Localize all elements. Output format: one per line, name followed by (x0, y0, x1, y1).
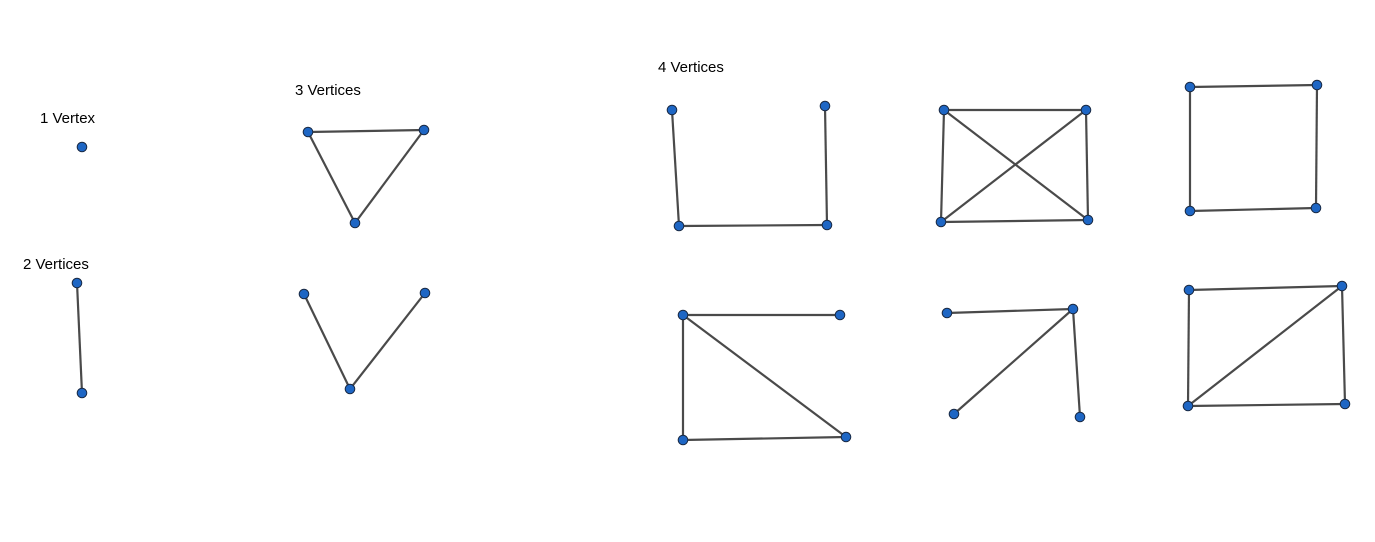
graph-3-vertices-triangle-vertex-0 (302, 126, 314, 138)
graph-4-vertices-path-edge-0 (670, 109, 681, 227)
graph-4-vertices-cycle-vertex-3 (1310, 202, 1322, 214)
graph-4-vertices-cycle-chord-edge-0 (1188, 284, 1343, 292)
graph-4-vertices-cycle-chord-edge-1 (1340, 285, 1347, 405)
graph-3-vertices-triangle (302, 124, 430, 229)
graph-4-vertices-cycle-chord (1182, 280, 1351, 412)
graph-4-vertices-cycle-edge-1 (1314, 84, 1319, 209)
label-2-vertices: 2 Vertices (23, 256, 89, 273)
label-1-vertex: 1 Vertex (40, 110, 96, 127)
graph-4-vertices-complete-vertex-0 (938, 104, 950, 116)
graph-4-vertices-cycle-chord-vertex-0 (1183, 284, 1195, 296)
graph-1-vertex (76, 141, 88, 153)
graph-4-vertices-complete-edge-2 (940, 218, 1089, 224)
graph-4-vertices-triangle-pendant-edge-2 (682, 435, 847, 442)
graph-2-vertices-edge-0 (75, 282, 84, 394)
label-3-vertices: 3 Vertices (295, 82, 361, 99)
graph-4-vertices-triangle-pendant-vertex-0 (677, 309, 689, 321)
graph-4-vertices-star-vertex-2 (948, 408, 960, 420)
graph-4-vertices-complete-edge-5 (940, 109, 1087, 223)
graph-3-vertices-triangle-vertex-2 (349, 217, 361, 229)
graph-4-vertices-cycle-chord-vertex-2 (1182, 400, 1194, 412)
graph-2-vertices (71, 277, 88, 399)
graph-3-vertices-triangle-vertex-1 (418, 124, 430, 136)
graph-3-vertices-path-vertex-2 (344, 383, 356, 395)
graph-4-vertices-star-edge-2 (1071, 308, 1082, 418)
graph-4-vertices-cycle-chord-edge-4 (1187, 285, 1343, 407)
graph-3-vertices-path-vertex-0 (298, 288, 310, 300)
graph-4-vertices-path-vertex-3 (821, 219, 833, 231)
graph-4-vertices-path (666, 100, 833, 232)
graph-4-vertices-complete-vertex-2 (935, 216, 947, 228)
label-4-vertices: 4 Vertices (658, 59, 724, 76)
graph-4-vertices-cycle-vertex-2 (1184, 205, 1196, 217)
graph-4-vertices-complete-edge-3 (939, 109, 946, 223)
graph-2-vertices-vertex-0 (71, 277, 83, 289)
graph-4-vertices-star-vertex-3 (1074, 411, 1086, 423)
graph-4-vertices-cycle-chord-edge-3 (1186, 289, 1191, 407)
graph-4-vertices-path-vertex-2 (673, 220, 685, 232)
graph-3-vertices-path-edge-1 (349, 292, 426, 390)
graph-4-vertices-cycle-edge-0 (1189, 83, 1318, 89)
graph-3-vertices-path-vertex-1 (419, 287, 431, 299)
graph-4-vertices-path-vertex-0 (666, 104, 678, 116)
graph-4-vertices-star-edge-0 (946, 307, 1074, 315)
graph-4-vertices-triangle-pendant (677, 309, 852, 446)
graph-2-vertices-vertex-1 (76, 387, 88, 399)
graph-3-vertices-path-edge-0 (303, 293, 351, 390)
graph-1-vertex-vertex-0 (76, 141, 88, 153)
graph-3-vertices-triangle-edge-0 (307, 128, 425, 134)
graph-4-vertices-triangle-pendant-vertex-1 (834, 309, 846, 321)
graph-4-vertices-path-edge-1 (678, 223, 828, 228)
graph-4-vertices-cycle-vertex-0 (1184, 81, 1196, 93)
graph-4-vertices-path-edge-2 (823, 105, 829, 226)
graph-4-vertices-path-vertex-1 (819, 100, 831, 112)
graph-4-vertices-cycle-vertex-1 (1311, 79, 1323, 91)
graph-4-vertices-cycle-chord-vertex-1 (1336, 280, 1348, 292)
graph-3-vertices-path (298, 287, 431, 395)
graph-4-vertices-complete (935, 104, 1094, 228)
graph-4-vertices-cycle (1184, 79, 1323, 217)
graph-4-vertices-star-edge-1 (953, 308, 1074, 415)
graph-4-vertices-complete-edge-1 (1084, 109, 1090, 221)
graph-3-vertices-triangle-edge-2 (307, 131, 356, 224)
graph-4-vertices-complete-vertex-1 (1080, 104, 1092, 116)
graph-4-vertices-triangle-pendant-vertex-2 (677, 434, 689, 446)
graph-4-vertices-star (941, 303, 1086, 423)
graph-4-vertices-cycle-chord-edge-2 (1187, 402, 1346, 408)
graph-4-vertices-complete-vertex-3 (1082, 214, 1094, 226)
graph-4-vertices-star-vertex-0 (941, 307, 953, 319)
graph-4-vertices-triangle-pendant-edge-3 (682, 314, 847, 438)
graph-4-vertices-triangle-pendant-vertex-3 (840, 431, 852, 443)
graph-4-vertices-cycle-chord-vertex-3 (1339, 398, 1351, 410)
graph-4-vertices-star-vertex-1 (1067, 303, 1079, 315)
graph-3-vertices-triangle-edge-1 (354, 129, 425, 224)
graph-4-vertices-cycle-edge-2 (1189, 206, 1317, 213)
